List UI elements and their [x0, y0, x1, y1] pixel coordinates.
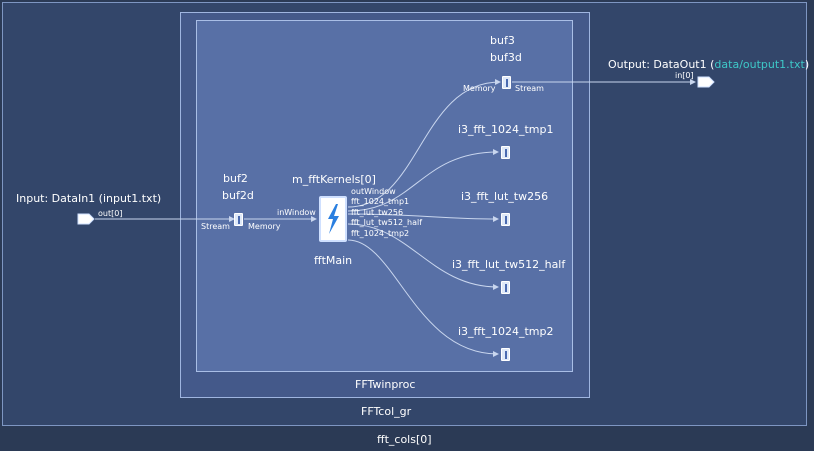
- output-file-link[interactable]: data/output1.txt: [714, 58, 805, 71]
- lightning-bolt-icon: [328, 204, 339, 234]
- kernel-title: m_fftKernels[0]: [292, 173, 376, 186]
- buf2-name: buf2: [223, 172, 248, 185]
- buf2-memory-port: Memory: [248, 222, 281, 231]
- input-port-label: out[0]: [98, 209, 123, 218]
- buffer-tmp1-icon[interactable]: [501, 146, 510, 159]
- buffer-label-tw256: i3_fft_lut_tw256: [461, 190, 549, 203]
- kernel-output-port-tmp1: fft_1024_tmp1: [351, 197, 410, 206]
- buf3-name: buf3: [490, 34, 515, 47]
- kernel-output-port-tw256: fft_lut_tw256: [351, 208, 404, 217]
- wire-kernel-to-tw512: [347, 223, 499, 290]
- buf3-memory-port: Memory: [463, 84, 496, 93]
- output-label: Output: DataOut1 (data/output1.txt): [608, 58, 810, 71]
- buf2-stream-port: Stream: [201, 222, 230, 231]
- input-port-arrow-icon[interactable]: [77, 213, 95, 225]
- wire-kernel-to-tw256: [347, 213, 499, 222]
- buf3d-name: buf3d: [490, 51, 522, 64]
- buffer-tw256-icon[interactable]: [501, 213, 510, 226]
- kernel-output-port-tw512: fft_lut_tw512_half: [351, 218, 423, 227]
- buffer-label-tw512: i3_fft_lut_tw512_half: [452, 258, 566, 271]
- buf2-buffer-icon[interactable]: [234, 213, 243, 226]
- kernel-function-name: fftMain: [314, 254, 353, 267]
- wire-kernel-to-buf3: [347, 79, 501, 208]
- buf2d-name: buf2d: [222, 189, 254, 202]
- buffer-tw512-icon[interactable]: [501, 281, 510, 294]
- buffer-label-tmp1: i3_fft_1024_tmp1: [458, 123, 554, 136]
- subgraph-label: FFTwinproc: [355, 378, 416, 391]
- output-port-arrow-icon[interactable]: [697, 76, 715, 88]
- graph-label: FFTcol_gr: [361, 405, 412, 418]
- input-label: Input: DataIn1 (input1.txt): [16, 192, 162, 205]
- buf3-stream-port: Stream: [515, 84, 544, 93]
- wire-kernel-to-tmp2: [347, 239, 499, 357]
- output-port-label: in[0]: [675, 71, 694, 80]
- outer-frame-label: fft_cols[0]: [377, 433, 432, 446]
- kernel-output-port-outwindow: outWindow: [351, 187, 396, 196]
- wire-kernel-to-tmp1: [347, 149, 499, 212]
- kernel-output-port-tmp2: fft_1024_tmp2: [351, 229, 410, 238]
- kernel-input-port: inWindow: [277, 208, 316, 217]
- buf3-buffer-icon[interactable]: [502, 76, 511, 89]
- buffer-label-tmp2: i3_fft_1024_tmp2: [458, 325, 554, 338]
- buffer-tmp2-icon[interactable]: [501, 348, 510, 361]
- kernel-block[interactable]: [319, 196, 347, 242]
